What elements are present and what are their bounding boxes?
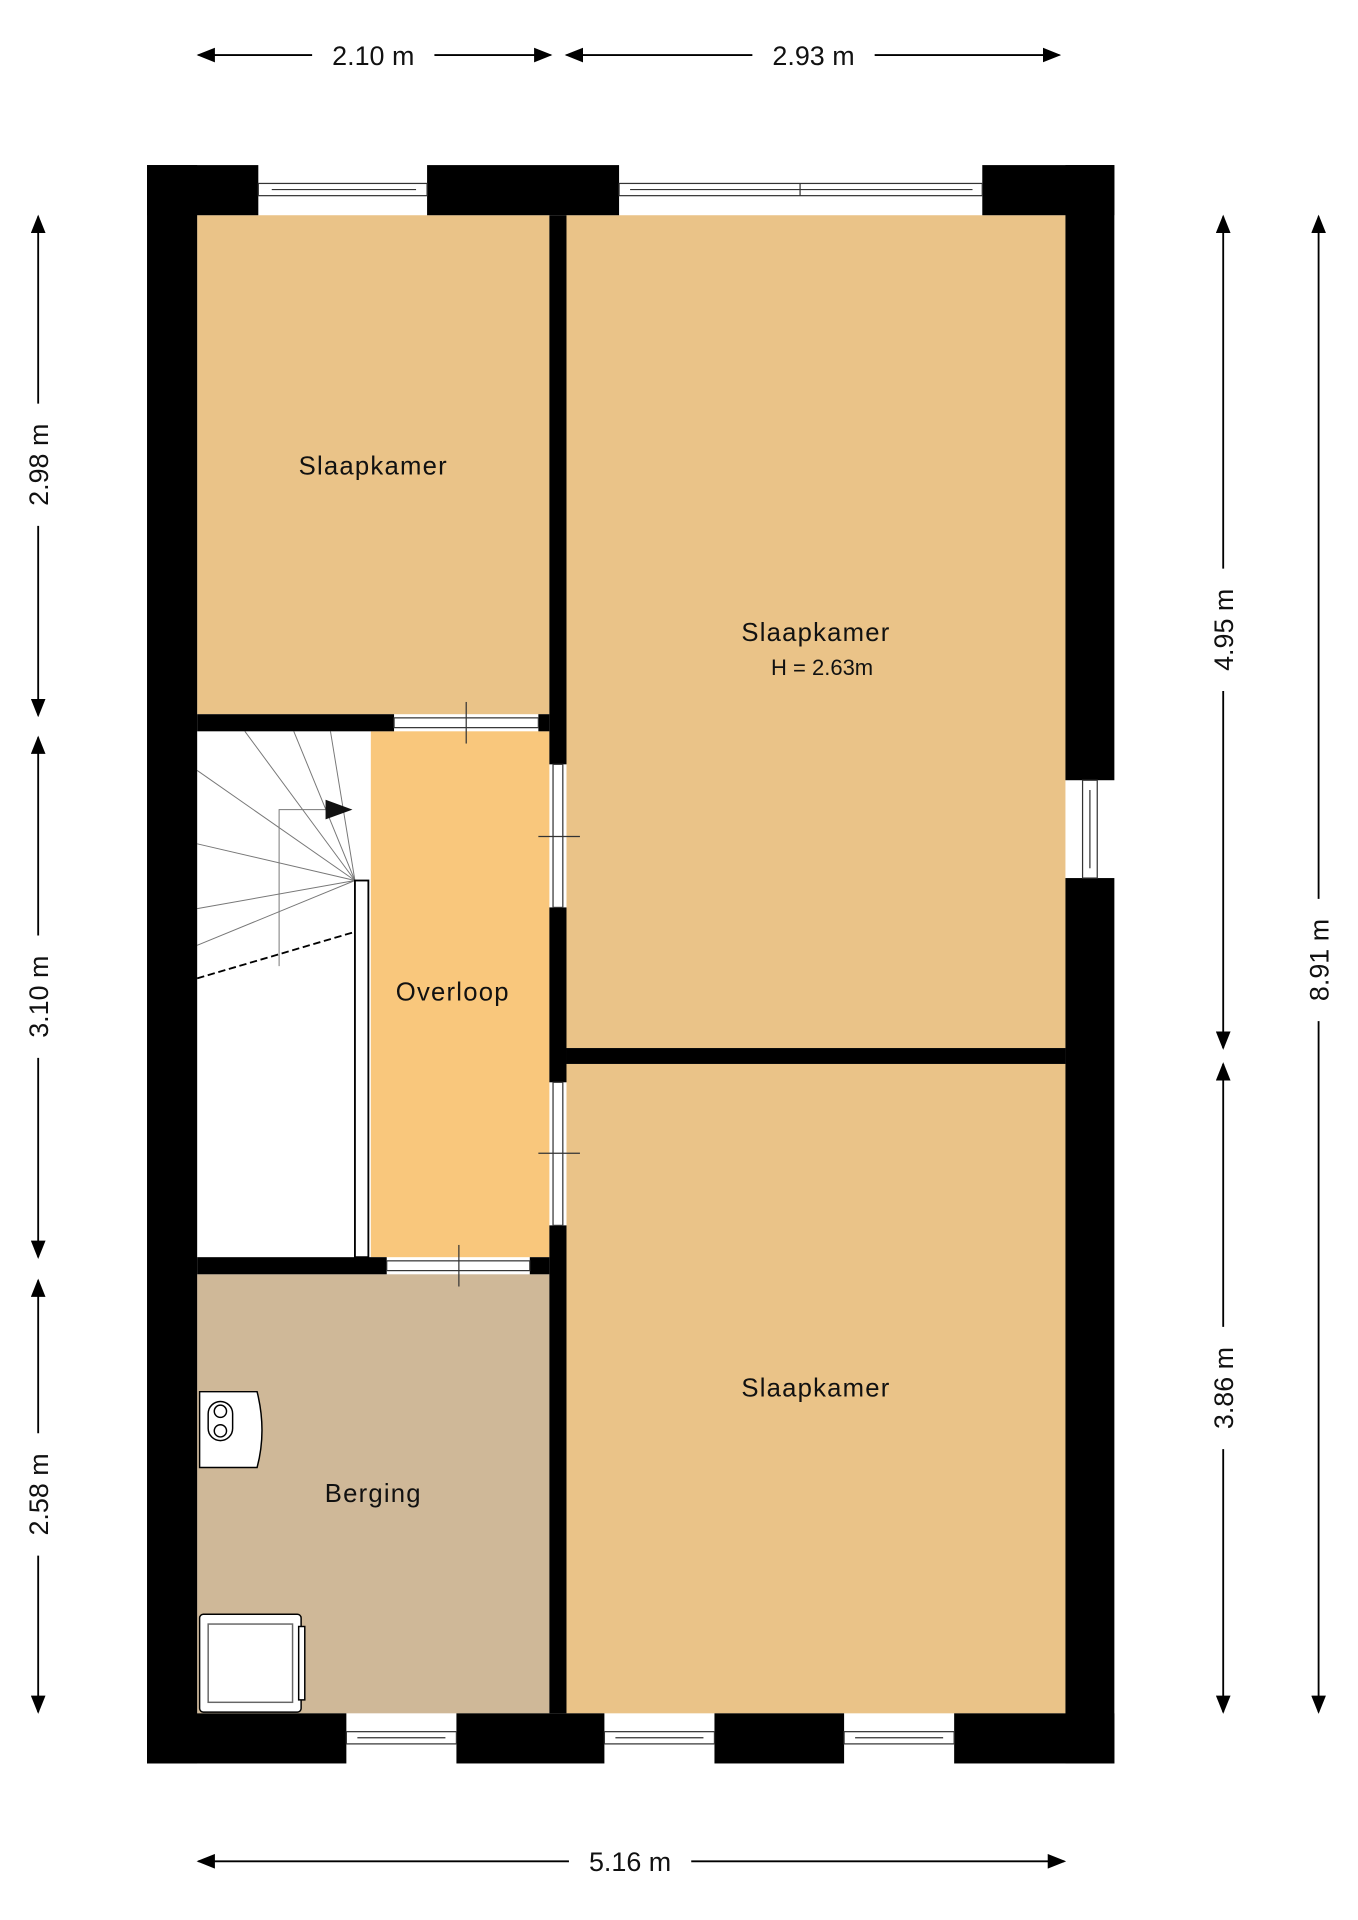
dim-left-middle: 3.10 m	[24, 956, 54, 1038]
bedroom-top-left-floor	[197, 215, 550, 715]
stair-area	[197, 731, 355, 1258]
room-label-landing: Overloop	[396, 978, 510, 1006]
room-label-storage: Berging	[325, 1480, 422, 1508]
washing-machine-icon	[198, 1613, 306, 1713]
stair-direction-arrow-icon	[325, 799, 353, 820]
dim-bottom-total: 5.16 m	[589, 1847, 671, 1877]
room-label-bedroom-bottom: Slaapkamer	[741, 1375, 890, 1403]
dim-top-right: 2.93 m	[772, 41, 854, 71]
dim-left-bottom: 2.58 m	[24, 1453, 54, 1535]
doors	[386, 701, 580, 1287]
dim-right-total: 8.91 m	[1304, 919, 1334, 1001]
staircase	[196, 731, 370, 1259]
dim-left-top: 2.98 m	[24, 424, 54, 506]
landing-floor	[370, 731, 550, 1258]
dimension-lines	[30, 47, 1326, 1869]
room-label-bedroom-top-left: Slaapkamer	[299, 452, 448, 480]
walls	[147, 165, 1115, 1764]
bedroom-bottom-floor	[566, 1063, 1066, 1714]
room-height-label: H = 2.63m	[771, 655, 873, 680]
boiler-icon	[198, 1390, 263, 1469]
room-label-bedroom-large: Slaapkamer	[741, 619, 890, 647]
dim-right-top: 4.95 m	[1209, 589, 1239, 671]
bedroom-large-floor	[566, 215, 1066, 1049]
dim-right-bottom: 3.86 m	[1209, 1347, 1239, 1429]
windows	[257, 182, 1098, 1745]
dim-top-left: 2.10 m	[332, 41, 414, 71]
